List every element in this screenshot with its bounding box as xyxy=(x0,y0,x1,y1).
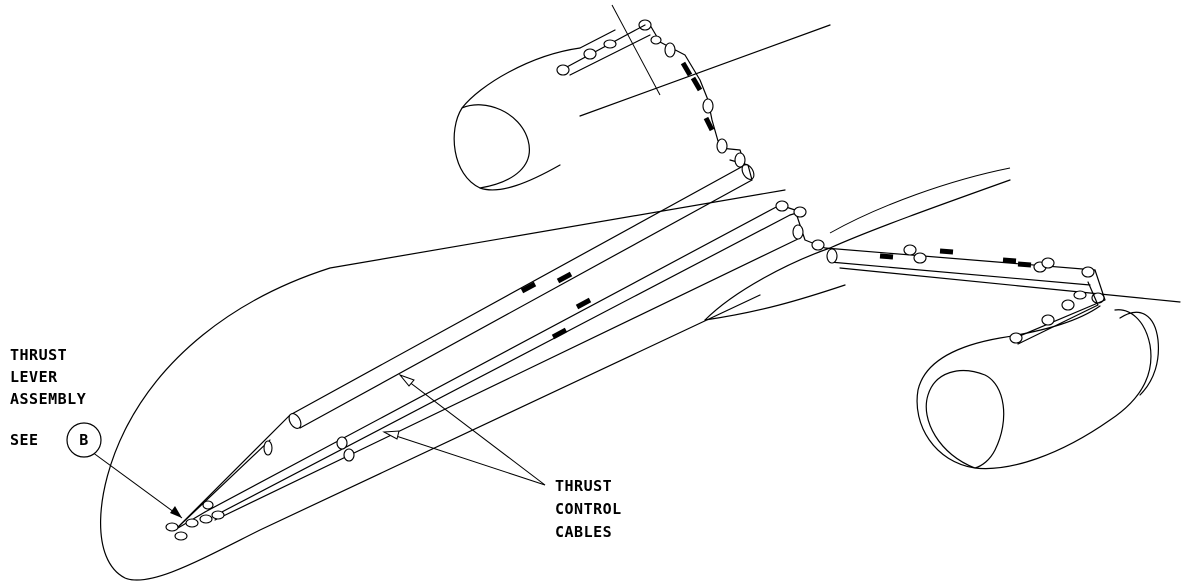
lever-label-line3: ASSEMBLY xyxy=(10,390,86,408)
right-engine-nacelle xyxy=(916,305,1160,470)
lever-label-line1: THRUST xyxy=(10,346,67,364)
lever-label-line2: LEVER xyxy=(10,368,58,386)
lever-callout-leader xyxy=(91,451,183,519)
cables-label-line3: CABLES xyxy=(555,523,612,541)
cables-label-line2: CONTROL xyxy=(555,500,622,518)
aircraft-outline xyxy=(100,24,1181,581)
cables-callout-leaders xyxy=(382,373,546,486)
leader-arrowhead-upper xyxy=(398,373,415,387)
right-wing-edge xyxy=(839,267,1181,303)
leader-arrowhead-lower xyxy=(382,430,400,440)
fuselage-upper-contour xyxy=(829,167,1011,234)
detail-reference-letter: B xyxy=(79,431,89,449)
left-wing-edge xyxy=(579,24,831,117)
wing-root-fairing-lower xyxy=(704,284,846,321)
detail-reference-circle xyxy=(66,422,102,458)
see-label: SEE xyxy=(10,431,39,449)
fuselage-outline xyxy=(100,189,786,581)
left-engine-nacelle xyxy=(453,4,661,191)
cables-label-line1: THRUST xyxy=(555,477,612,495)
thrust-lever-label: THRUST LEVER ASSEMBLY SEE B xyxy=(10,346,102,458)
thrust-control-cables-label: THRUST CONTROL CABLES xyxy=(555,477,622,541)
leader-arrowhead xyxy=(170,506,182,518)
thrust-control-cables xyxy=(165,19,1106,541)
